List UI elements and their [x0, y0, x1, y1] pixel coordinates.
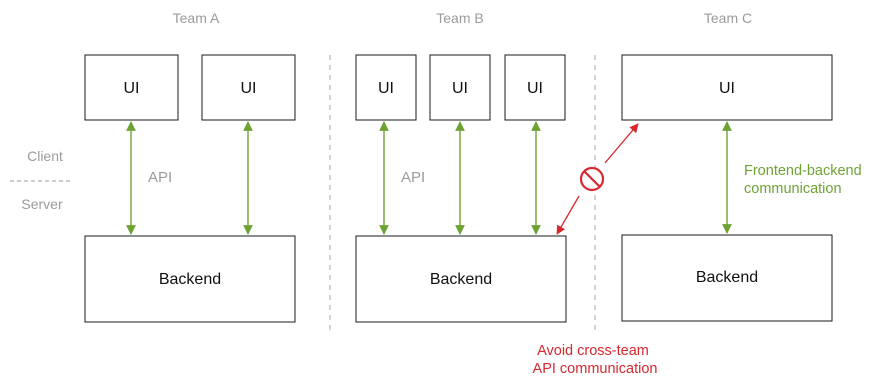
team-b-ui-box-3: UI [504, 54, 566, 121]
team-c-label: Team C [704, 10, 752, 26]
backend-label: Backend [159, 271, 221, 288]
server-label: Server [21, 196, 63, 212]
team-b-label: Team B [436, 10, 483, 26]
team-b-api-label: API [401, 169, 425, 186]
frontend-backend-label-line-2: communication [744, 181, 842, 197]
team-b-ui-box-2: UI [429, 54, 491, 121]
team-a-label: Team A [173, 10, 220, 26]
team-b-backend-box: Backend [355, 235, 567, 323]
ui-label: UI [527, 80, 543, 97]
cross-team-red-arrow-lower [556, 195, 580, 235]
ui-label: UI [124, 80, 140, 97]
avoid-cross-team-label-line-1: Avoid cross-team [537, 343, 649, 359]
team-a-ui-box-2: UI [201, 54, 296, 121]
backend-label: Backend [430, 271, 492, 288]
avoid-cross-team-label-line-2: API communication [533, 361, 658, 377]
ui-label: UI [452, 80, 468, 97]
team-a-api-label: API [148, 169, 172, 186]
avoid-cross-team-label: Avoid cross-team API communication [533, 343, 658, 377]
ui-label: UI [241, 80, 257, 97]
team-c-ui-box: UI [621, 54, 833, 121]
team-a-ui-box-1: UI [84, 54, 179, 121]
no-entry-icon [579, 166, 605, 192]
cross-team-red-arrow-upper [604, 123, 639, 164]
ui-label: UI [719, 80, 735, 97]
ui-label: UI [378, 80, 394, 97]
backend-label: Backend [696, 269, 758, 286]
frontend-backend-label-line-1: Frontend-backend [744, 163, 862, 179]
team-b-ui-box-1: UI [355, 54, 417, 121]
team-c-backend-box: Backend [621, 234, 833, 322]
client-label: Client [27, 148, 63, 164]
frontend-backend-label: Frontend-backend communication [744, 163, 866, 197]
team-a-backend-box: Backend [84, 235, 296, 323]
